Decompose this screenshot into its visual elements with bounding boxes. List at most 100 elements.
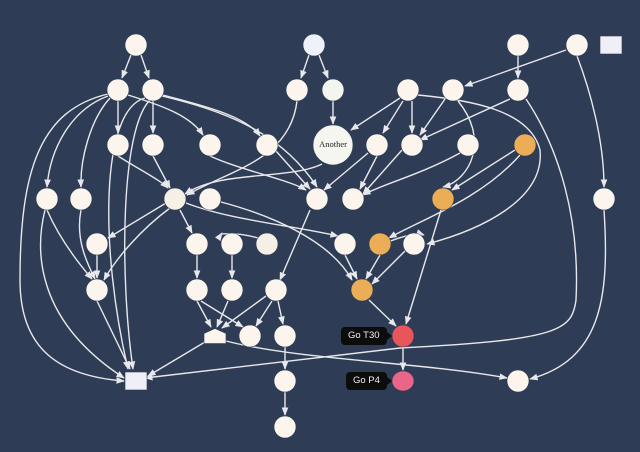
node-n31[interactable] <box>220 232 244 256</box>
edge <box>127 94 204 136</box>
node-n36[interactable] <box>85 278 109 302</box>
node-n33[interactable] <box>333 232 357 256</box>
node-n41[interactable] <box>238 324 262 348</box>
node-n14[interactable] <box>141 133 165 157</box>
edge <box>124 99 151 370</box>
node-n7[interactable] <box>141 78 165 102</box>
edge <box>451 149 516 191</box>
node-n23[interactable] <box>163 187 187 211</box>
node-n26[interactable] <box>341 187 365 211</box>
node-n27[interactable] <box>431 187 455 211</box>
node-n39[interactable] <box>264 278 288 302</box>
edge <box>417 94 541 246</box>
edge <box>44 95 109 188</box>
edge <box>216 300 229 328</box>
node-n10[interactable] <box>396 78 420 102</box>
edge <box>77 97 111 188</box>
edge <box>121 54 132 79</box>
node-n5[interactable] <box>599 35 623 55</box>
node-n40[interactable] <box>350 278 374 302</box>
edge <box>362 152 461 196</box>
node-n37[interactable] <box>185 278 209 302</box>
edge <box>371 250 406 285</box>
edge <box>161 95 318 188</box>
node-n15[interactable] <box>198 133 222 157</box>
edge <box>419 98 511 141</box>
node-n45[interactable] <box>273 415 297 439</box>
edge <box>344 254 358 280</box>
edge <box>368 299 397 327</box>
node-n8[interactable] <box>285 78 309 102</box>
nodes-layer: Another <box>35 33 623 439</box>
edges-layer <box>19 49 608 416</box>
edge <box>184 163 323 195</box>
edge <box>103 207 171 281</box>
edge <box>365 254 381 280</box>
node-n22[interactable] <box>69 187 93 211</box>
node-n17[interactable] <box>365 133 389 157</box>
edge <box>186 100 298 196</box>
node-another[interactable] <box>312 124 354 166</box>
edge <box>323 152 369 191</box>
node-n25[interactable] <box>305 187 329 211</box>
node-n28[interactable] <box>592 187 616 211</box>
node-n30[interactable] <box>185 232 209 256</box>
edge <box>152 155 171 189</box>
edge <box>46 209 93 280</box>
node-p4[interactable] <box>391 370 415 392</box>
edge <box>147 341 206 377</box>
node-n11[interactable] <box>441 78 465 102</box>
edge <box>464 49 567 87</box>
node-n13[interactable] <box>106 133 130 157</box>
edge <box>359 155 378 190</box>
edge <box>382 100 404 134</box>
edge <box>185 202 339 238</box>
node-n44[interactable] <box>506 369 530 393</box>
edge <box>277 300 285 325</box>
node-n6[interactable] <box>106 78 130 102</box>
node-n38[interactable] <box>220 278 244 302</box>
node-sink[interactable] <box>124 371 148 391</box>
edge <box>144 98 578 381</box>
edge <box>576 55 608 188</box>
node-n16[interactable] <box>255 133 279 157</box>
edge <box>196 300 212 328</box>
node-n43[interactable] <box>273 369 297 393</box>
node-n4[interactable] <box>565 33 589 57</box>
edge <box>279 209 311 281</box>
edge <box>362 149 403 195</box>
edge <box>419 98 446 136</box>
edge <box>19 93 125 384</box>
edge <box>350 97 401 131</box>
node-n29[interactable] <box>85 232 109 256</box>
node-n34[interactable] <box>368 232 392 256</box>
edge <box>108 97 146 370</box>
edge <box>179 209 193 234</box>
edge <box>39 209 125 379</box>
node-n32[interactable] <box>255 232 279 256</box>
node-n9[interactable] <box>321 78 345 102</box>
edge <box>225 340 508 380</box>
edge <box>78 209 96 280</box>
node-n2[interactable] <box>302 33 326 57</box>
node-t30[interactable] <box>391 324 415 348</box>
node-n19[interactable] <box>456 133 480 157</box>
node-n1[interactable] <box>124 33 148 57</box>
node-n18[interactable] <box>400 133 424 157</box>
node-n42[interactable] <box>273 324 297 348</box>
node-n20[interactable] <box>513 133 537 157</box>
edge <box>96 300 131 370</box>
edge <box>221 295 267 329</box>
node-n3[interactable] <box>506 33 530 57</box>
node-n12[interactable] <box>506 78 530 102</box>
edge <box>209 155 307 191</box>
node-n21[interactable] <box>35 187 59 211</box>
node-label: Another <box>319 139 347 149</box>
node-n35[interactable] <box>402 232 426 256</box>
node-n24[interactable] <box>198 187 222 211</box>
node-house[interactable] <box>203 328 227 344</box>
node-tooltip: Go T30 <box>341 327 391 345</box>
edge <box>405 209 442 325</box>
